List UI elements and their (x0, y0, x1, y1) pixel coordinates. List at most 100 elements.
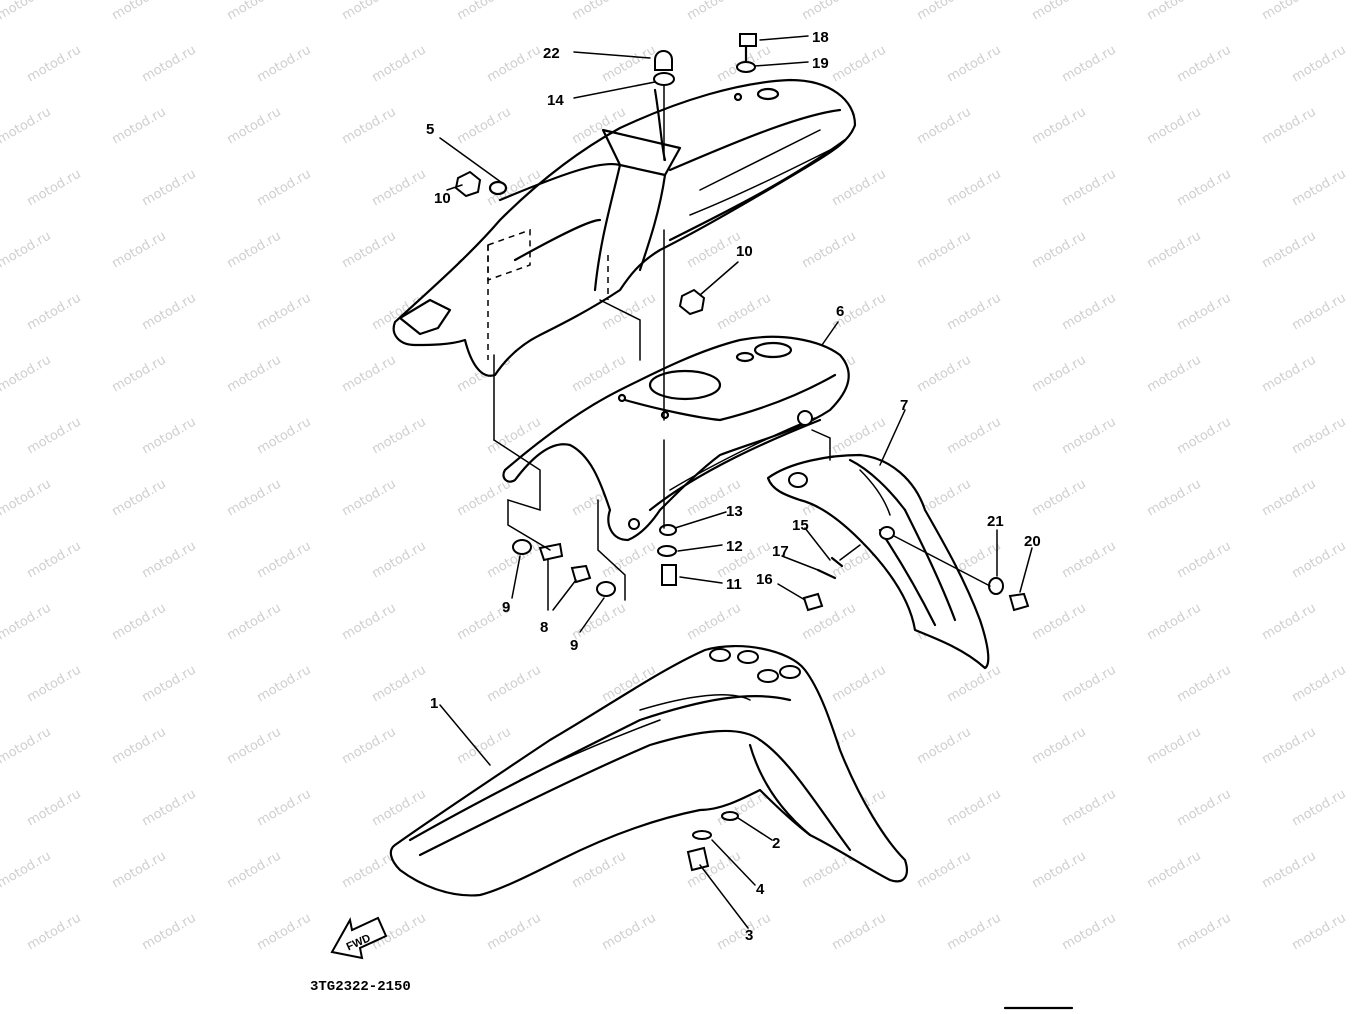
watermark-text: motod.ru (1260, 229, 1319, 272)
watermark-text: motod.ru (225, 849, 284, 892)
watermark-text: motod.ru (0, 601, 54, 644)
watermark-text: motod.ru (370, 539, 429, 582)
watermark-text: motod.ru (1290, 911, 1349, 954)
watermark-text: motod.ru (110, 0, 169, 23)
watermark-text: motod.ru (1030, 105, 1089, 148)
callout-19: 19 (812, 55, 829, 72)
watermark-text: motod.ru (140, 911, 199, 954)
watermark-text: motod.ru (485, 911, 544, 954)
part-2-washer (721, 811, 739, 821)
part-19-washer (736, 61, 756, 73)
watermark-text: motod.ru (110, 725, 169, 768)
watermark-text: motod.ru (25, 415, 84, 458)
watermark-text: motod.ru (110, 353, 169, 396)
watermark-text: motod.ru (830, 663, 889, 706)
callouts: 22 14 18 19 5 10 10 6 7 13 12 11 9 8 9 1… (426, 29, 1041, 944)
watermark-text: motod.ru (1060, 787, 1119, 830)
watermark-text: motod.ru (1145, 849, 1204, 892)
watermark-text: motod.ru (0, 725, 54, 768)
callout-5: 5 (426, 121, 434, 138)
part-9-collar-left (512, 539, 532, 555)
watermark-text: motod.ru (140, 787, 199, 830)
watermark-text: motod.ru (1290, 415, 1349, 458)
watermark-text: motod.ru (915, 353, 974, 396)
watermark-text: motod.ru (340, 105, 399, 148)
watermark-text: motod.ru (340, 601, 399, 644)
watermark-text: motod.ru (830, 167, 889, 210)
watermark-text: motod.ru (915, 849, 974, 892)
watermark-text: motod.ru (255, 43, 314, 86)
part-21-washer (988, 577, 1004, 595)
watermark-text: motod.ru (140, 291, 199, 334)
watermark-text: motod.ru (110, 849, 169, 892)
watermark-text: motod.ru (340, 353, 399, 396)
watermark-text: motod.ru (1145, 0, 1204, 23)
callout-2: 2 (772, 835, 780, 852)
watermark-text: motod.ru (685, 0, 744, 23)
callout-12: 12 (726, 538, 743, 555)
watermark-text: motod.ru (1175, 663, 1234, 706)
callout-10-upper: 10 (434, 190, 451, 207)
watermark-text: motod.ru (1175, 43, 1234, 86)
watermark-text: motod.ru (340, 477, 399, 520)
watermark-text: motod.ru (945, 911, 1004, 954)
assembly-guides (493, 85, 991, 601)
watermark-text: motod.ru (225, 725, 284, 768)
watermark-text: motod.ru (1060, 291, 1119, 334)
part-1-front-fender (389, 644, 908, 897)
watermark-text: motod.ru (255, 291, 314, 334)
watermark-text: motod.ru (945, 43, 1004, 86)
callout-11: 11 (726, 576, 742, 593)
watermark-text: motod.ru (1145, 477, 1204, 520)
callout-14: 14 (547, 92, 564, 109)
watermark-text: motod.ru (1030, 353, 1089, 396)
watermark-text: motod.ru (1030, 601, 1089, 644)
part-8-bolt-b (570, 564, 592, 584)
watermark-text: motod.ru (570, 601, 629, 644)
part-14-washer (653, 72, 675, 86)
part-10-nut-lower (678, 288, 706, 316)
watermark-text: motod.ru (1175, 415, 1234, 458)
watermark-text: motod.ru (455, 725, 514, 768)
part-17-clip (816, 568, 837, 580)
watermark-text: motod.ru (1260, 353, 1319, 396)
watermark-text: motod.ru (225, 105, 284, 148)
callout-22: 22 (543, 45, 560, 62)
watermark-text: motod.ru (1260, 849, 1319, 892)
callout-1: 1 (430, 695, 438, 712)
watermark-text: motod.ru (370, 167, 429, 210)
watermark-text: motod.ru (370, 787, 429, 830)
watermark-text: motod.ru (1260, 601, 1319, 644)
watermark-text: motod.ru (945, 291, 1004, 334)
watermark-text: motod.ru (1030, 229, 1089, 272)
watermark-text: motod.ru (370, 415, 429, 458)
callout-9-left: 9 (502, 599, 510, 616)
part-10-nut-upper (454, 170, 482, 198)
watermark-text: motod.ru (945, 787, 1004, 830)
watermark-text: motod.ru (110, 477, 169, 520)
callout-17: 17 (772, 543, 789, 560)
watermark-text: motod.ru (800, 229, 859, 272)
watermark-text: motod.ru (1030, 725, 1089, 768)
watermark-text: motod.ru (25, 663, 84, 706)
watermark-text: motod.ru (830, 415, 889, 458)
watermark-text: motod.ru (340, 229, 399, 272)
leader-lines (439, 35, 1033, 929)
watermark-text: motod.ru (140, 415, 199, 458)
watermark-text: motod.ru (1145, 105, 1204, 148)
part-12-washer (657, 545, 677, 557)
watermark-text: motod.ru (1060, 167, 1119, 210)
watermark-text: motod.ru (915, 229, 974, 272)
watermark-text: motod.ru (0, 353, 54, 396)
watermark-text: motod.ru (110, 105, 169, 148)
watermark-text: motod.ru (715, 291, 774, 334)
watermark-text: motod.ru (830, 43, 889, 86)
watermark-text: motod.ru (1260, 105, 1319, 148)
part-16-bolt (802, 592, 824, 612)
hardware (454, 33, 1030, 872)
watermark-text: motod.ru (1290, 787, 1349, 830)
watermark-text: motod.ru (1290, 663, 1349, 706)
watermark-text: motod.ru (1030, 849, 1089, 892)
callout-13: 13 (726, 503, 743, 520)
